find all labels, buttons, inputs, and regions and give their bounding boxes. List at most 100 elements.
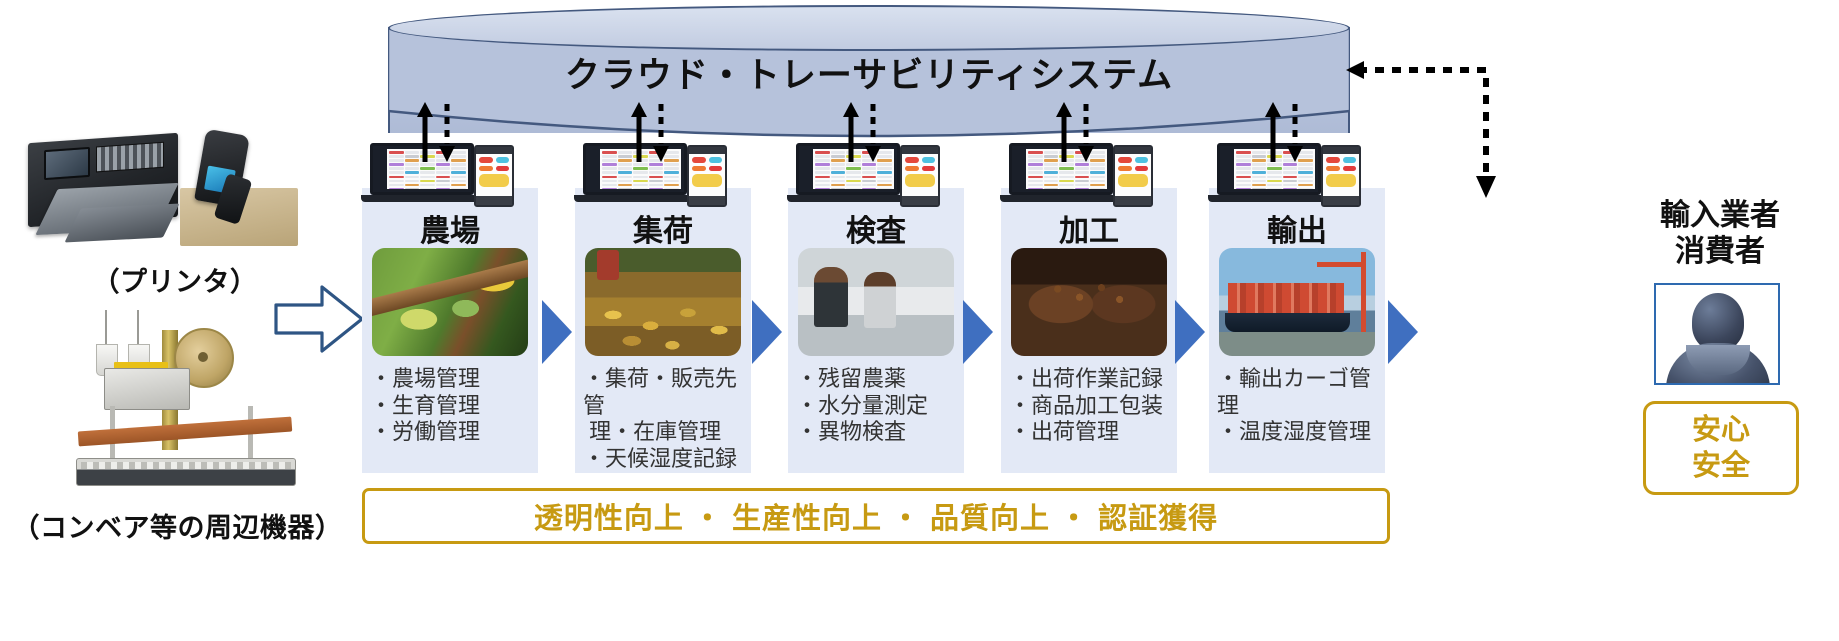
dashboard-cell (830, 151, 846, 154)
printer-panel (96, 141, 164, 173)
dashboard-cell (861, 163, 877, 166)
dashboard-cell (1074, 183, 1090, 187)
dashboard-cell (1043, 167, 1059, 170)
dashboard-cell (1267, 171, 1282, 175)
list-item: ・集荷・販売先管 理・在庫管理 (583, 366, 738, 444)
dashboard-cell (1282, 179, 1298, 183)
dashed-up-down-arrow-icon (1265, 102, 1303, 162)
blue-triangle-arrow-icon (542, 300, 572, 364)
cloud-traceability-system: クラウド・トレーサビリティシステム (388, 5, 1350, 138)
dashboard-cell (846, 171, 861, 175)
dashboard-cell (389, 155, 404, 158)
dashboard-cell (389, 159, 404, 162)
dashboard-cell (1251, 187, 1267, 189)
stage-bullet-list: ・出荷作業記録 ・商品加工包装 ・出荷管理 (1009, 366, 1173, 446)
dashboard-cell (1074, 155, 1090, 158)
blue-triangle-arrow-icon (963, 300, 993, 364)
smartphone-app-icon (687, 145, 727, 207)
stage-device-group (787, 143, 964, 213)
dashboard-column (1236, 151, 1251, 189)
stage-column-processing[interactable]: 加工 ・出荷作業記録 ・商品加工包装 ・出荷管理 (1000, 143, 1177, 473)
importer-consumer-title: 輸入業者 消費者 (1625, 198, 1815, 270)
dashboard-cell (420, 183, 435, 187)
dashboard-cell (602, 183, 617, 187)
dashboard-cell (451, 179, 466, 183)
dashed-up-down-arrow-icon (843, 102, 881, 162)
importer-consumer-group: 輸入業者 消費者 安心 安全 (1625, 188, 1815, 495)
dashboard-cell (1090, 167, 1105, 170)
dashboard-cell (602, 159, 617, 162)
dashboard-cell (815, 159, 830, 162)
dashboard-cell (664, 155, 679, 158)
dashboard-cell (1090, 151, 1105, 154)
dashboard-cell (1298, 171, 1313, 175)
stage-column-inspection[interactable]: 検査 ・残留農薬 ・水分量測定 ・異物検査 (787, 143, 964, 473)
dashboard-cell (1267, 175, 1282, 179)
dashboard-cell (877, 175, 892, 179)
dashboard-cell (633, 175, 648, 179)
cacao-pods-on-tree-photo (372, 248, 528, 356)
dashboard-cell (1236, 167, 1251, 170)
benefits-banner-text: 透明性向上 ・ 生産性向上 ・ 品質向上 ・ 認証獲得 (533, 503, 1219, 535)
person-silhouette-icon (1654, 283, 1780, 385)
dashboard-cell (1267, 167, 1282, 170)
dashboard-cell (1028, 155, 1043, 158)
dashboard-cell (389, 171, 404, 175)
dashboard-cell (1251, 155, 1267, 158)
dashboard-cell (451, 159, 466, 162)
dashboard-cell (389, 167, 404, 170)
dashboard-column (617, 151, 633, 189)
dashboard-cell (1074, 163, 1090, 166)
dashboard-column (1043, 151, 1059, 189)
dashboard-cell (420, 167, 435, 170)
list-item: ・労働管理 (370, 419, 481, 444)
dashboard-cell (451, 175, 466, 179)
dashboard-cell (1028, 183, 1043, 187)
dashboard-cell (830, 187, 846, 189)
list-item: ・生育管理 (370, 392, 481, 418)
stage-title: 検査 (846, 215, 906, 248)
dashboard-cell (617, 183, 633, 187)
dashboard-cell (1251, 167, 1267, 170)
dashboard-cell (1236, 155, 1251, 158)
stage-column-farm[interactable]: 農場 ・農場管理 ・生育管理 ・労働管理 (361, 143, 538, 473)
dashboard-cell (1251, 151, 1267, 154)
dashboard-cell (617, 159, 633, 162)
dashboard-cell (1236, 175, 1251, 179)
dashboard-cell (830, 163, 846, 166)
stage-column-collection[interactable]: 集荷 ・集荷・販売先管 理・在庫管理 ・天候湿度記録 (574, 143, 751, 473)
stage-title: 農場 (420, 215, 480, 248)
dashboard-cell (664, 151, 679, 154)
assurance-line-1: 安心 (1691, 414, 1750, 446)
dashboard-cell (602, 187, 617, 189)
dashboard-cell (1251, 159, 1267, 162)
right-outline-arrow-icon (274, 285, 364, 353)
cylinder-top-ellipse (388, 5, 1350, 51)
dashboard-cell (1236, 187, 1251, 189)
dashboard-cell (1090, 155, 1105, 158)
dashboard-cell (648, 183, 664, 187)
stage-bullet-list: ・輸出カーゴ管理 ・温度湿度管理 (1217, 366, 1381, 446)
printer-screen (44, 146, 90, 181)
dashboard-cell (389, 179, 404, 183)
dashboard-cell (602, 167, 617, 170)
conveyor-tape-reel (174, 328, 234, 388)
dashboard-cell (451, 171, 466, 175)
stage-device-group (1208, 143, 1385, 213)
cylinder-bottom-curve (388, 27, 1350, 138)
dashboard-cell (1282, 155, 1298, 158)
dashboard-cell (648, 187, 664, 189)
dashboard-cell (846, 179, 861, 183)
conveyor-belt (76, 458, 296, 486)
printer-tray-lower (64, 203, 180, 243)
stage-column-export[interactable]: 輸出 ・輸出カーゴ管理 ・温度湿度管理 (1208, 143, 1385, 473)
dashboard-cell (1298, 167, 1313, 170)
dashboard-cell (1090, 175, 1105, 179)
stage-title: 加工 (1059, 215, 1119, 248)
dashboard-cell (404, 171, 420, 175)
dashboard-cell (877, 179, 892, 183)
dashboard-cell (830, 171, 846, 175)
dashboard-cell (602, 179, 617, 183)
importer-label: 輸入業者 (1660, 199, 1780, 232)
